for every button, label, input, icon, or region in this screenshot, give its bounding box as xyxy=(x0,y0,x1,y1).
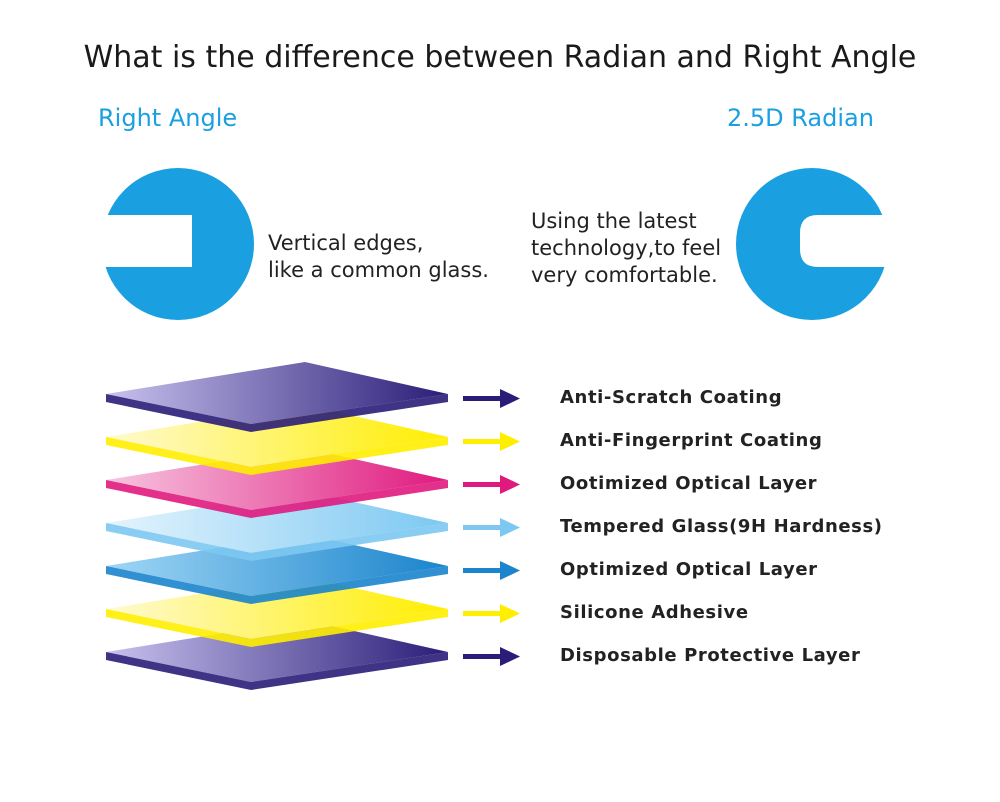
layer-arrow-icon xyxy=(463,389,520,408)
layer-plate xyxy=(106,577,448,647)
layer-arrow-icon xyxy=(463,475,520,494)
page-title: What is the difference between Radian an… xyxy=(83,40,917,75)
layer-label: Anti-Fingerprint Coating xyxy=(560,430,823,451)
right-angle-description: Vertical edges, like a common glass. xyxy=(268,230,489,284)
radian-description: Using the latest technology,to feel very… xyxy=(531,208,721,289)
layer-arrow-icon xyxy=(463,518,520,537)
layer-arrow-icon xyxy=(463,647,520,666)
layer-plate xyxy=(106,491,448,561)
right-angle-description-line: Vertical edges, xyxy=(268,231,424,255)
layer-arrow-icon xyxy=(463,561,520,580)
layer-label: Silicone Adhesive xyxy=(560,602,749,623)
layer-label: Anti-Scratch Coating xyxy=(560,387,783,408)
layer-plate xyxy=(106,405,448,475)
layer-plate xyxy=(106,534,448,604)
right-angle-description-line: like a common glass. xyxy=(268,258,489,282)
radian-edge-icon xyxy=(736,168,890,320)
layer-label: Optimized Optical Layer xyxy=(560,559,818,580)
radian-description-line: Using the latest xyxy=(531,209,697,233)
layer-label: Disposable Protective Layer xyxy=(560,645,861,666)
radian-heading: 2.5D Radian xyxy=(727,104,874,132)
right-angle-edge-icon xyxy=(96,168,254,320)
layer-plate xyxy=(106,620,448,690)
layer-label: Tempered Glass(9H Hardness) xyxy=(560,516,883,537)
layer-arrow-icon xyxy=(463,432,520,451)
radian-description-line: technology,to feel xyxy=(531,236,722,260)
radian-description-line: very comfortable. xyxy=(531,263,718,287)
layer-arrow-icon xyxy=(463,604,520,623)
layer-plate xyxy=(106,448,448,518)
layer-label: Ootimized Optical Layer xyxy=(560,473,818,494)
right-angle-heading: Right Angle xyxy=(98,104,238,132)
layer-plate xyxy=(106,362,448,432)
